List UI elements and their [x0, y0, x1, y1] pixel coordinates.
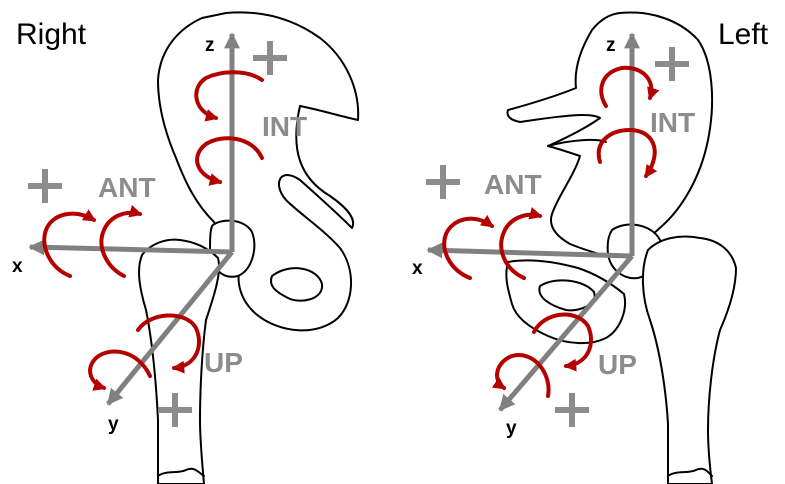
- left-z-axis-label: z: [606, 35, 616, 56]
- right-x-axis-label: x: [12, 256, 23, 277]
- right-hip-panel: z x y INT ANT UP: [12, 12, 358, 484]
- left-y-positive-sign: [555, 393, 589, 427]
- right-x-rotation-arrow-inner: [101, 213, 140, 276]
- left-hip-panel: z x y INT ANT UP: [412, 12, 736, 484]
- right-ant-label: ANT: [98, 172, 156, 203]
- left-x-positive-sign: [426, 165, 460, 199]
- right-x-rotation-arrow-outer: [44, 214, 94, 276]
- right-y-rotation-arrow-lower: [90, 352, 150, 388]
- right-int-label: INT: [262, 111, 307, 142]
- right-z-axis-label: z: [205, 35, 215, 56]
- left-int-label: INT: [650, 107, 695, 138]
- left-ant-label: ANT: [484, 169, 542, 200]
- right-y-axis-label: y: [108, 414, 119, 435]
- left-x-axis-label: x: [412, 258, 423, 279]
- left-up-label: UP: [598, 349, 637, 380]
- right-x-positive-sign: [28, 169, 62, 203]
- left-femur-outline: [643, 237, 736, 484]
- left-y-axis-label: y: [506, 418, 517, 439]
- right-up-label: UP: [204, 347, 243, 378]
